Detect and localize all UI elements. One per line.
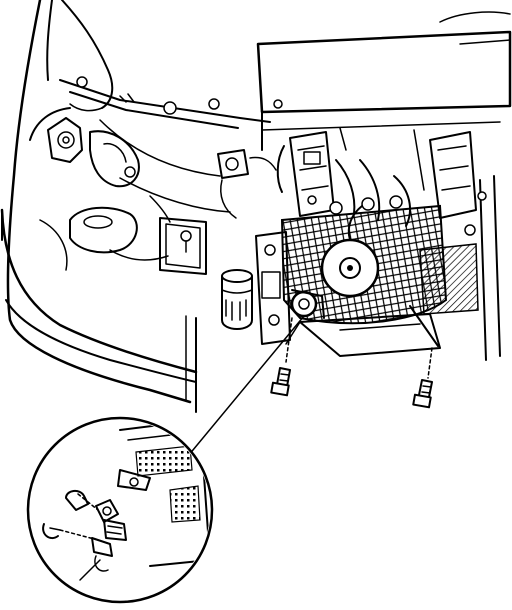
bolt-right-exploded — [412, 347, 433, 409]
canister — [221, 269, 253, 330]
washer-reservoir — [39, 206, 169, 271]
radiator-support — [59, 76, 271, 129]
engine-right-components — [419, 131, 501, 361]
highlighted-bracket-bolt — [290, 289, 325, 319]
hoses-and-wiring — [329, 127, 425, 227]
front-fender — [6, 0, 192, 404]
radiator-grille-mesh — [280, 204, 448, 325]
air-cleaner-housing — [256, 11, 512, 151]
relay-bracket — [276, 131, 335, 217]
bracket-support — [255, 231, 291, 345]
sensor-connector — [217, 149, 277, 219]
headlamp-housing — [47, 117, 140, 188]
hood-release-cable — [99, 119, 231, 213]
detail-inset — [26, 416, 214, 604]
detail-leader-line — [187, 315, 305, 457]
bolt-left-exploded — [270, 317, 293, 397]
battery-tray — [149, 195, 207, 275]
front-bumper-fascia — [0, 208, 198, 413]
crossmember — [285, 305, 441, 357]
